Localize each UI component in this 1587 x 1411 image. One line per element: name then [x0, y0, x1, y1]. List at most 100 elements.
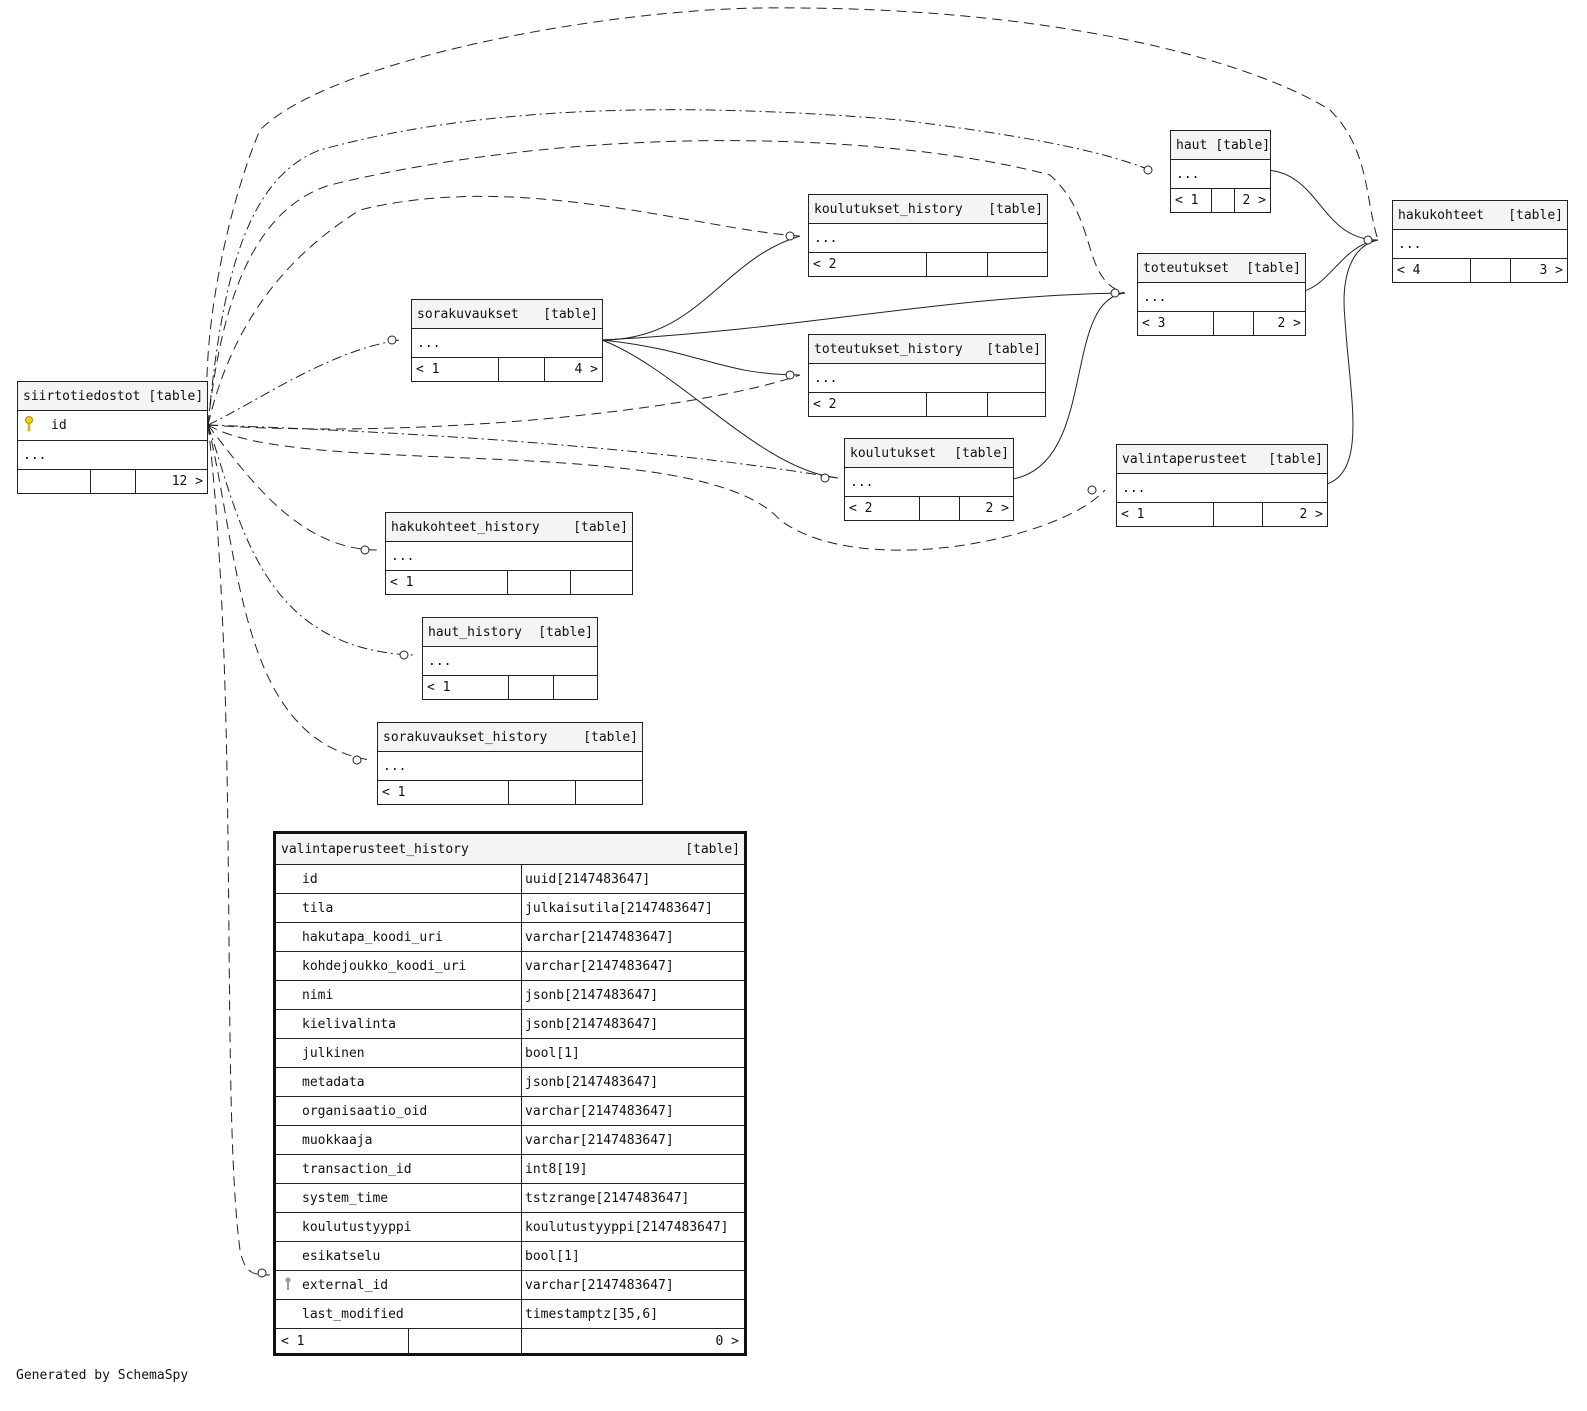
- table-siirtotiedostot[interactable]: siirtotiedostot [table] id ... 12 >: [17, 381, 208, 494]
- table-koulutukset-history[interactable]: koulutukset_history [table] ... < 2: [808, 194, 1048, 277]
- column-type: julkaisutila[2147483647]: [525, 900, 713, 916]
- table-footer: < 2: [809, 253, 1047, 276]
- table-name: koulutukset_history: [814, 201, 963, 217]
- table-haut[interactable]: haut [table] ... < 1 2 >: [1170, 130, 1271, 213]
- footer-children: 2 >: [985, 501, 1009, 516]
- footer-middle: [1471, 259, 1511, 282]
- column-name: transaction_id: [276, 1155, 522, 1183]
- table-toteutukset[interactable]: toteutukset [table] ... < 3 2 >: [1137, 253, 1306, 336]
- table-tag: [table]: [685, 841, 740, 857]
- column-type: varchar[2147483647]: [525, 1277, 674, 1293]
- table-footer: < 4 3 >: [1393, 259, 1567, 282]
- column-name: esikatselu: [276, 1242, 522, 1270]
- table-footer: < 2 2 >: [845, 497, 1013, 520]
- table-header: toteutukset [table]: [1138, 254, 1305, 283]
- table-footer: < 1: [423, 676, 597, 699]
- table-tag: [table]: [573, 519, 628, 535]
- index-key-icon: [284, 1277, 292, 1294]
- pk-row: id: [18, 411, 207, 441]
- footer-children: [554, 676, 597, 699]
- table-name: hakukohteet_history: [391, 519, 540, 535]
- footer-children: [576, 781, 642, 804]
- column-name: id: [51, 418, 67, 433]
- relation-sora-koulutukset-history: [601, 235, 801, 341]
- ellipsis-row: ...: [845, 468, 1013, 497]
- footer-middle: [927, 253, 988, 276]
- footer-middle: [91, 470, 136, 493]
- table-koulutukset[interactable]: koulutukset [table] ... < 2 2 >: [844, 438, 1014, 521]
- table-name: valintaperusteet_history: [281, 841, 469, 857]
- column-name: system_time: [276, 1184, 522, 1212]
- column-name: julkinen: [276, 1039, 522, 1067]
- column-name-text: koulutustyyppi: [302, 1219, 412, 1235]
- table-toteutukset-history[interactable]: toteutukset_history [table] ... < 2: [808, 334, 1046, 417]
- table-header: hakukohteet [table]: [1393, 201, 1567, 230]
- column-name: muokkaaja: [276, 1126, 522, 1154]
- table-tag: [table]: [583, 729, 638, 745]
- table-haut-history[interactable]: haut_history [table] ... < 1: [422, 617, 598, 700]
- table-header: siirtotiedostot [table]: [18, 382, 207, 411]
- ellipsis-row: ...: [378, 752, 642, 781]
- table-hakukohteet-history[interactable]: hakukohteet_history [table] ... < 1: [385, 512, 633, 595]
- footer-parents: < 3: [1138, 312, 1214, 335]
- footer-children: 0 >: [715, 1333, 739, 1349]
- ellipsis-row: ...: [809, 364, 1045, 393]
- column-name: hakutapa_koodi_uri: [276, 923, 522, 951]
- table-tag: [table]: [543, 306, 598, 322]
- table-footer: < 1 2 >: [1117, 503, 1327, 526]
- column-name: external_id: [276, 1271, 522, 1299]
- table-name: haut: [1176, 137, 1208, 153]
- relation-toteutukset-history: [207, 374, 801, 430]
- column-name-text: id: [302, 871, 318, 887]
- footer-middle: [1214, 503, 1263, 526]
- column-type: koulutustyyppi[2147483647]: [525, 1219, 729, 1235]
- table-header: sorakuvaukset [table]: [412, 300, 602, 329]
- column-name-text: esikatselu: [302, 1248, 381, 1264]
- table-tag: [table]: [1215, 137, 1270, 153]
- table-tag: [table]: [148, 388, 204, 404]
- ellipsis-row: ...: [809, 224, 1047, 253]
- table-name: koulutukset: [850, 445, 937, 461]
- relation-haut-history: [207, 424, 415, 656]
- table-name: toteutukset_history: [814, 341, 963, 357]
- column-name-text: kohdejoukko_koodi_uri: [302, 958, 467, 974]
- footer-parents: < 4: [1393, 259, 1471, 282]
- footer-middle: [509, 781, 576, 804]
- ellipsis-row: ...: [423, 647, 597, 676]
- column-name: nimi: [276, 981, 522, 1009]
- footer-children: 2 >: [1242, 193, 1266, 208]
- column-name-text: nimi: [302, 987, 334, 1003]
- ellipsis-row: ...: [412, 329, 602, 358]
- table-tag: [table]: [1246, 260, 1301, 276]
- table-name: siirtotiedostot: [23, 388, 141, 404]
- relation-haut-dashdot: [207, 109, 1151, 426]
- footer-middle: [499, 358, 545, 381]
- table-sorakuvaukset[interactable]: sorakuvaukset [table] ... < 1 4 >: [411, 299, 603, 382]
- table-valintaperusteet[interactable]: valintaperusteet [table] ... < 1 2 >: [1116, 444, 1328, 527]
- table-tag: [table]: [538, 624, 593, 640]
- table-sorakuvaukset-history[interactable]: sorakuvaukset_history [table] ... < 1: [377, 722, 643, 805]
- table-name: toteutukset: [1143, 260, 1230, 276]
- column-type: varchar[2147483647]: [525, 929, 674, 945]
- relation-koulutukset-toteutukset: [1006, 292, 1126, 481]
- table-header: hakukohteet_history [table]: [386, 513, 632, 542]
- footer-middle: [1214, 312, 1254, 335]
- column-type: timestamptz[35,6]: [525, 1306, 659, 1322]
- relation-haut: [206, 7, 1379, 426]
- ellipsis-row: ...: [1393, 230, 1567, 259]
- column-name-text: muokkaaja: [302, 1132, 373, 1148]
- table-hakukohteet[interactable]: hakukohteet [table] ... < 4 3 >: [1392, 200, 1568, 283]
- relation-sora-toteutukset-history: [601, 339, 801, 376]
- table-tag: [table]: [1508, 207, 1563, 223]
- column-name: tila: [276, 894, 522, 922]
- column-name-text: organisaatio_oid: [302, 1103, 428, 1119]
- relation-toteutukset: [207, 140, 1126, 426]
- relation-valintaperusteet-hakukohteet: [1317, 239, 1379, 487]
